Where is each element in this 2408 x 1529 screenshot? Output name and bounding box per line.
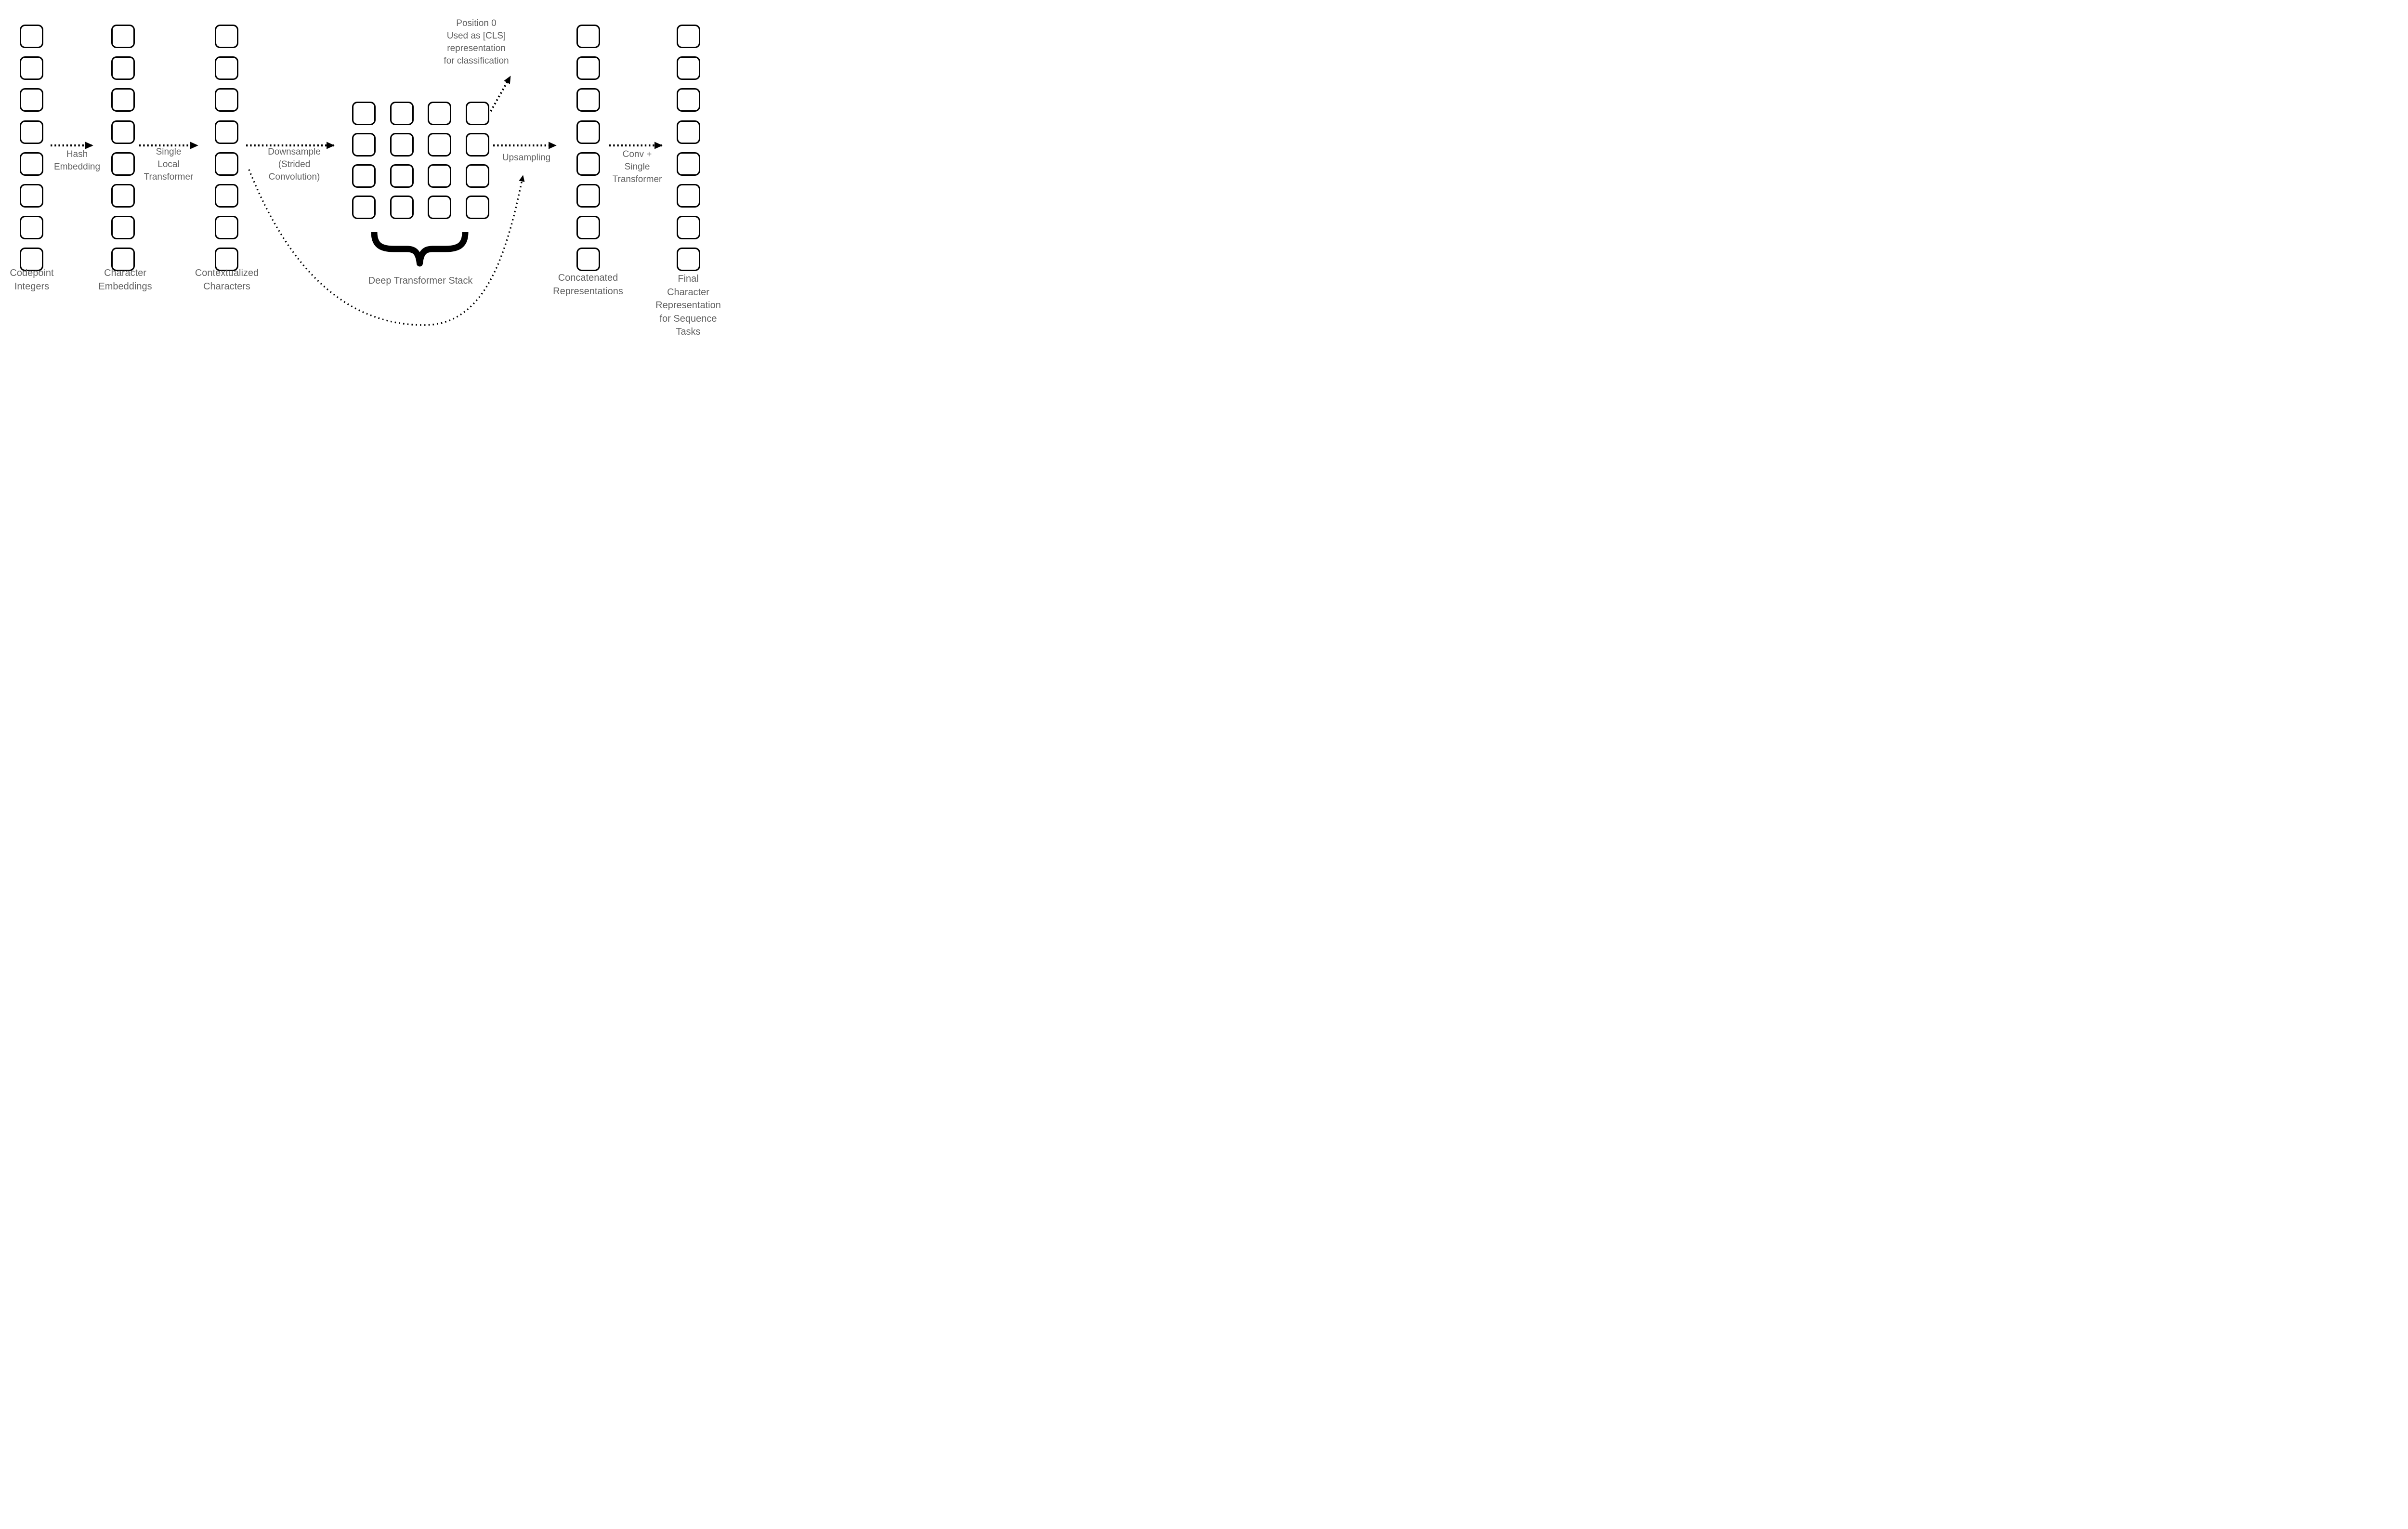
final-character-representation-label: Final Character Representation for Seque… [655, 274, 721, 337]
conv-single-transformer-label: Conv + Single Transformer [612, 149, 662, 184]
character-embeddings-label: Character Embeddings [98, 268, 152, 292]
contextualized-characters-label: Contextualized Characters [195, 268, 259, 292]
token-cell [677, 216, 700, 240]
column-codepoint-integers [20, 25, 43, 272]
token-cell [352, 102, 376, 125]
token-cell [111, 152, 135, 176]
token-cell [111, 248, 135, 272]
connectors-layer [51, 76, 663, 326]
token-cell [215, 25, 238, 48]
token-cell [428, 196, 452, 220]
token-cell [215, 120, 238, 144]
token-cell [215, 216, 238, 240]
token-cell [352, 164, 376, 188]
token-cell [576, 183, 600, 208]
token-cell [576, 120, 600, 144]
character-model-architecture-diagram: Position 0 Used as [CLS] representation … [0, 0, 744, 343]
token-cell [215, 248, 238, 272]
token-cell [576, 248, 600, 272]
token-cell [111, 88, 135, 112]
token-cell [20, 25, 43, 48]
token-cell [215, 88, 238, 112]
token-cell [20, 152, 43, 176]
token-cell [215, 152, 238, 176]
token-cell [677, 56, 700, 80]
column-contextualized-characters [215, 25, 238, 272]
underbrace [371, 232, 469, 267]
token-cell [215, 56, 238, 80]
token-cell [428, 133, 452, 157]
token-cell [111, 56, 135, 80]
token-cell [576, 56, 600, 80]
hash-embedding-label: Hash Embedding [53, 149, 101, 172]
token-cell [465, 102, 489, 125]
cls-annotation: Position 0 Used as [CLS] representation … [444, 18, 509, 66]
token-cell [576, 216, 600, 240]
codepoint-integers-label: Codepoint Integers [10, 268, 54, 292]
token-cell [677, 183, 700, 208]
token-cell [576, 25, 600, 48]
token-cell [111, 120, 135, 144]
token-cell [111, 183, 135, 208]
token-cell [677, 248, 700, 272]
concatenated-representations-label: Concatenated Representations [553, 273, 623, 297]
deep-transformer-stack-label: Deep Transformer Stack [368, 275, 473, 286]
token-cell [20, 183, 43, 208]
token-cell [390, 196, 414, 220]
token-cell [428, 102, 452, 125]
token-cell [352, 133, 376, 157]
token-cell [677, 88, 700, 112]
token-cell [215, 183, 238, 208]
token-cell [677, 25, 700, 48]
token-cell [390, 133, 414, 157]
token-cell [20, 88, 43, 112]
token-cell [677, 152, 700, 176]
token-cell [390, 102, 414, 125]
single-local-transformer-label: Single Local Transformer [144, 147, 194, 182]
token-cell [111, 25, 135, 48]
token-cell [111, 216, 135, 240]
token-cell [465, 133, 489, 157]
token-cell [20, 56, 43, 80]
token-cell [20, 248, 43, 272]
cls-position-arrow [490, 76, 511, 112]
token-cell [576, 88, 600, 112]
token-cell [20, 120, 43, 144]
column-concatenated-representations [576, 25, 600, 272]
token-cell [465, 196, 489, 220]
column-character-embeddings [111, 25, 135, 272]
column-final-character-representation [677, 25, 700, 272]
token-cell [576, 152, 600, 176]
token-cell [465, 164, 489, 188]
token-cell [390, 164, 414, 188]
token-cell [677, 120, 700, 144]
token-cell [428, 164, 452, 188]
token-cell [20, 216, 43, 240]
downsampled-token-grid [352, 102, 489, 220]
upsampling-label: Upsampling [502, 153, 551, 163]
token-cell [352, 196, 376, 220]
downsample-label: Downsample (Strided Convolution) [268, 147, 321, 182]
